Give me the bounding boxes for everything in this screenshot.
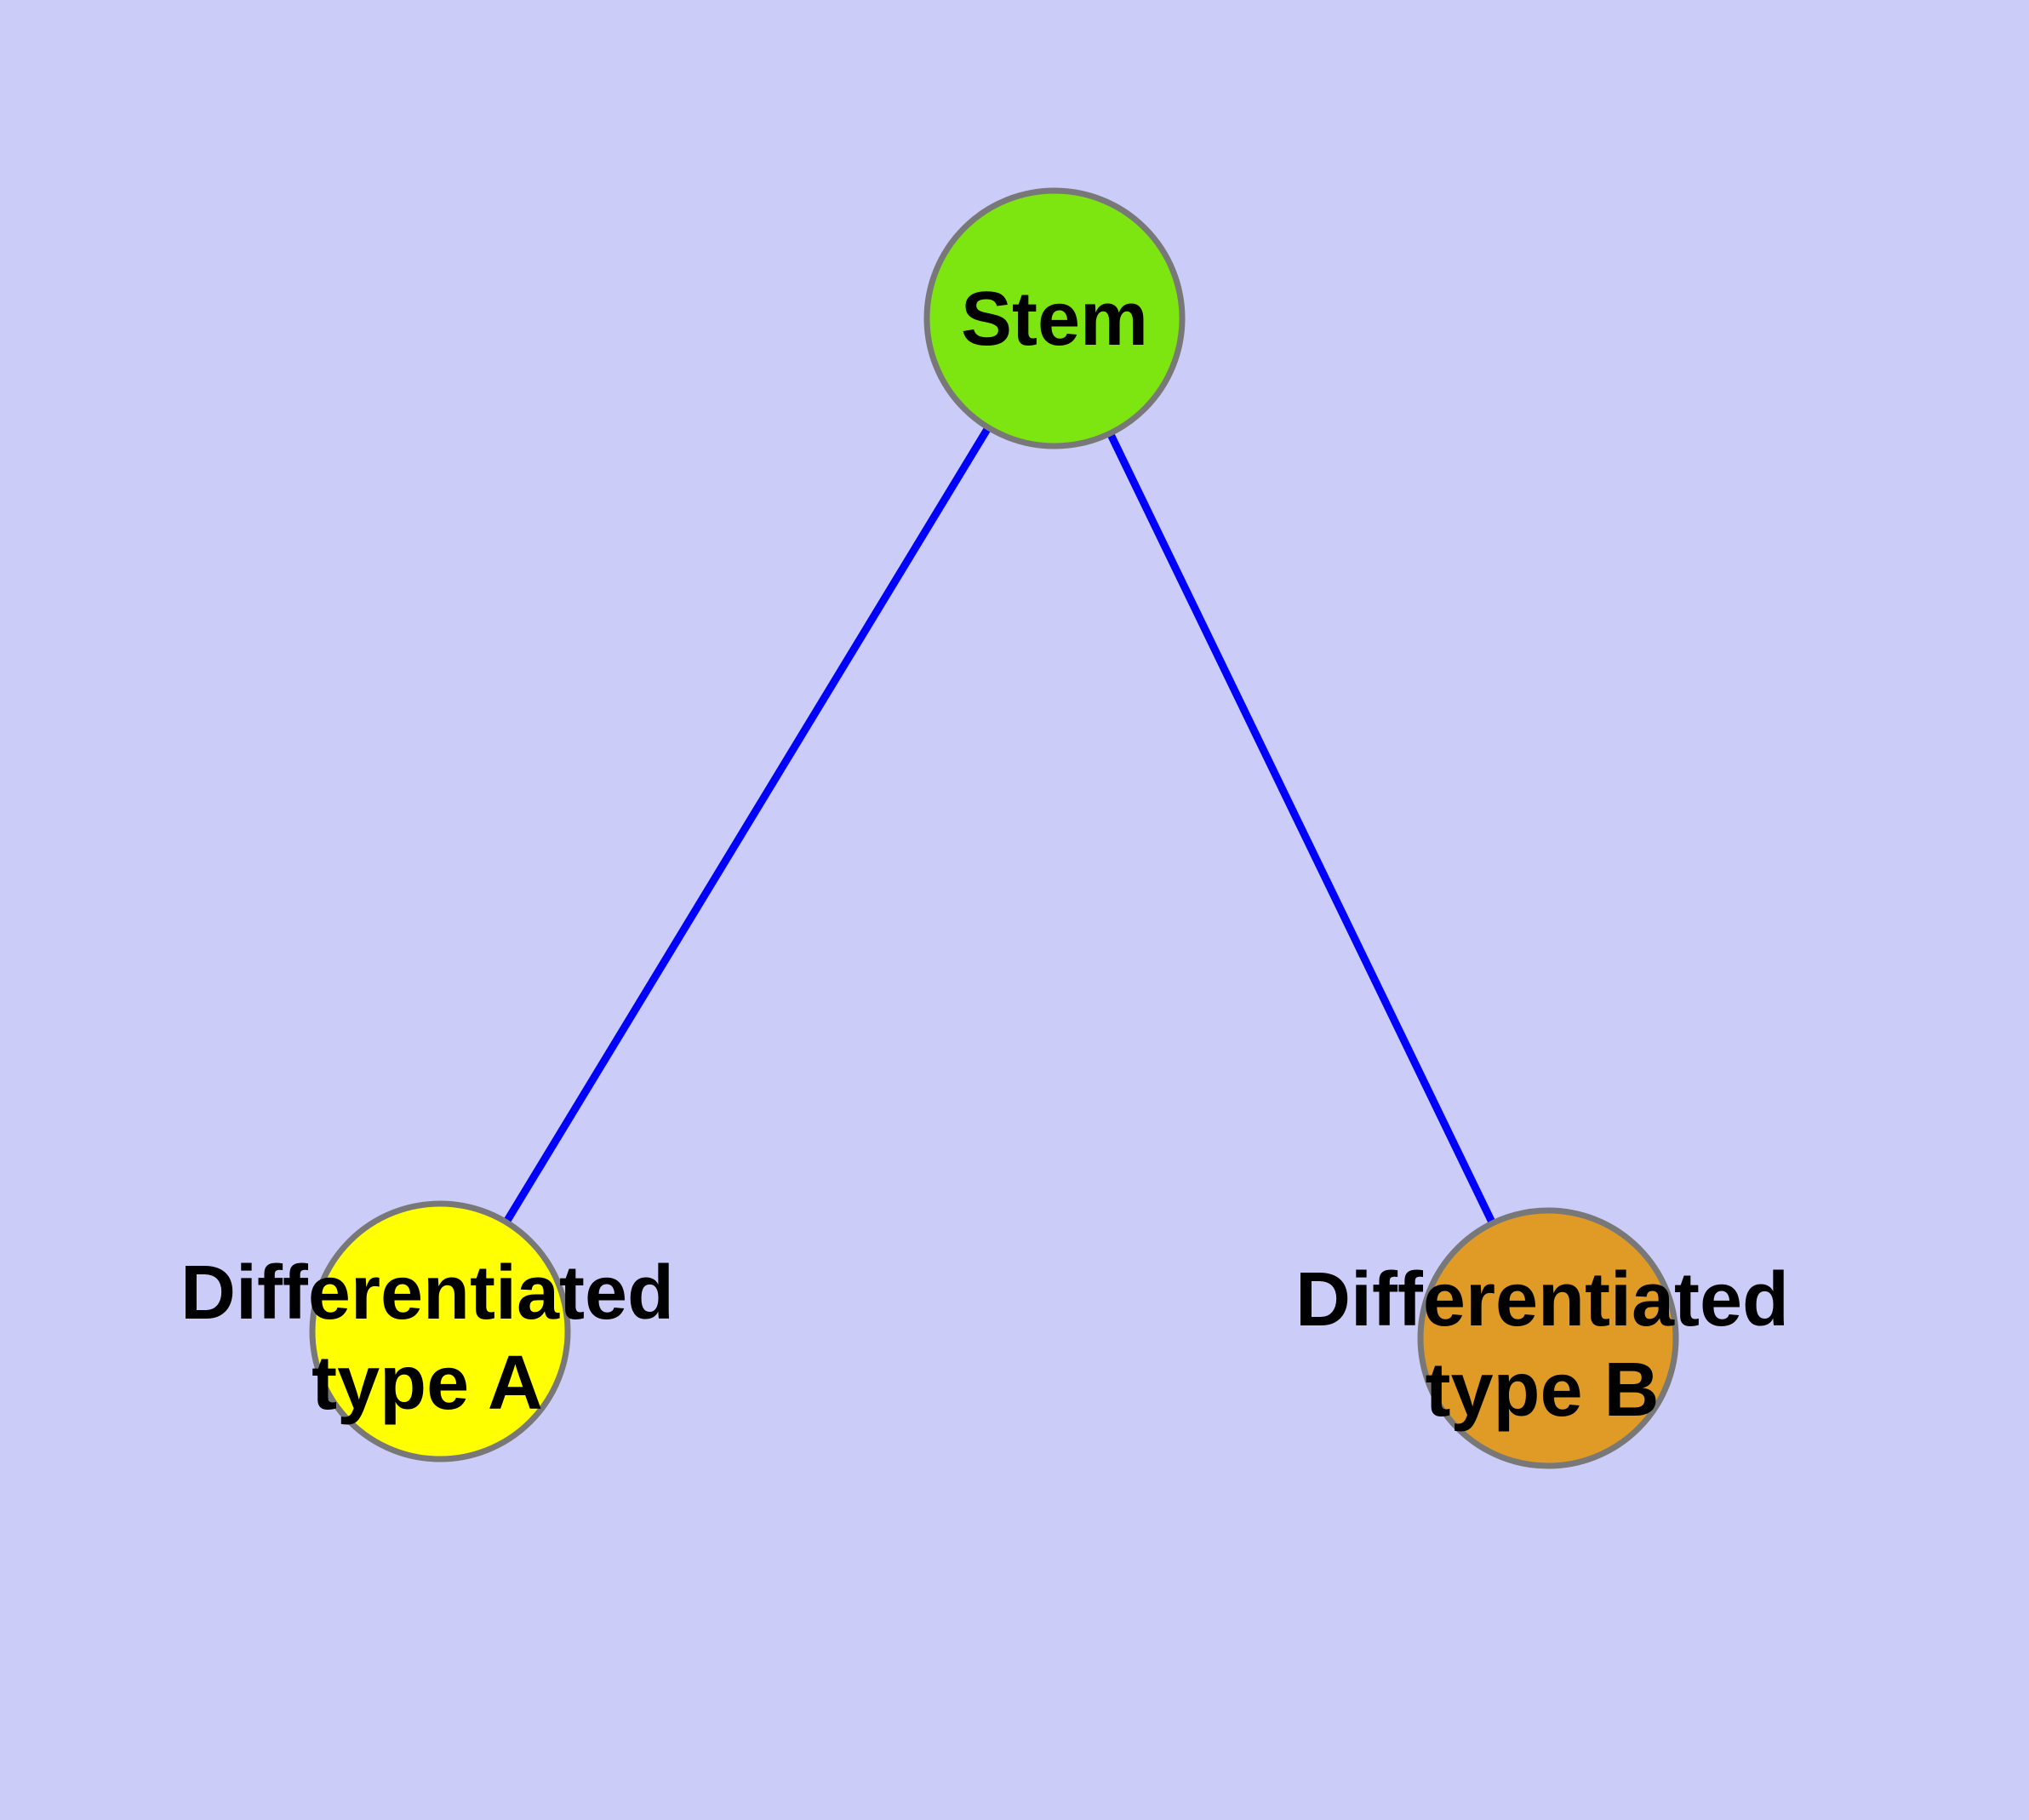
type-a-node-label-line2: type A: [311, 1341, 543, 1426]
type-b-node-label-line2: type B: [1425, 1348, 1659, 1433]
node-stem: Stem: [923, 187, 1186, 449]
edge-stem-to-type-a: [437, 316, 1058, 1334]
node-differentiated-type-b: Differentiated type B: [1295, 1207, 1789, 1469]
node-differentiated-type-a: Differentiated type A: [180, 1200, 674, 1462]
type-a-node-circle: [309, 1200, 571, 1462]
type-a-node-label-line1: Differentiated: [180, 1251, 674, 1336]
type-b-node-circle: [1417, 1207, 1679, 1469]
edge-stem-to-type-b: [1050, 317, 1552, 1340]
stem-node-label: Stem: [961, 277, 1148, 362]
type-b-node-label-line1: Differentiated: [1295, 1257, 1789, 1342]
stem-node-circle: [923, 187, 1186, 449]
